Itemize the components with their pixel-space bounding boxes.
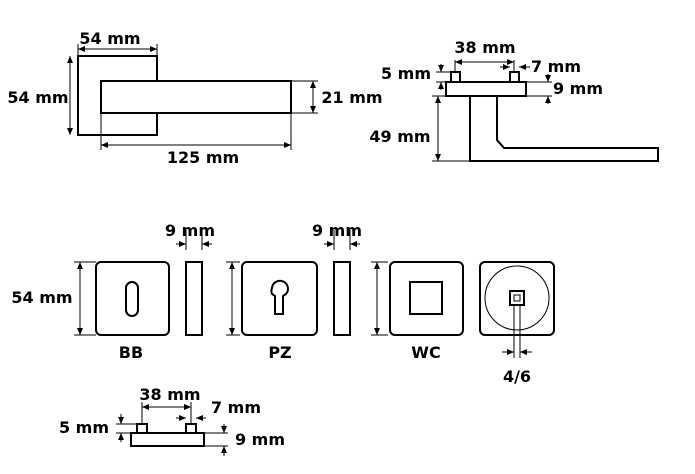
side-plate-thickness-label: 9 mm bbox=[553, 79, 603, 98]
side-pin-width-label: 7 mm bbox=[531, 57, 581, 76]
lever-handle-height-label: 21 mm bbox=[321, 88, 382, 107]
pz-cylinder-hole bbox=[270, 279, 289, 315]
lever-side-view: 38 mm 5 mm 7 mm 9 mm 49 mm bbox=[369, 38, 659, 162]
escutcheon-thickness-2-label: 9 mm bbox=[312, 221, 362, 240]
side-pin-spacing-label: 38 mm bbox=[454, 38, 515, 57]
escutcheon-pz bbox=[241, 261, 318, 336]
escutcheon-row: 54 mm BB 9 mm PZ 9 mm WC bbox=[11, 221, 555, 386]
side-lever-arm bbox=[469, 96, 659, 162]
escutcheon-wc bbox=[389, 261, 464, 336]
escutcheon-46-label: 4/6 bbox=[503, 367, 531, 386]
side-pin-right bbox=[509, 71, 520, 83]
escutcheon-bb bbox=[95, 261, 170, 336]
escutcheon-height-label: 54 mm bbox=[11, 288, 72, 307]
bottom-side-view: 38 mm 5 mm 7 mm 9 mm bbox=[59, 385, 285, 456]
side-plate bbox=[445, 81, 527, 97]
bottom-plate-thickness-label: 9 mm bbox=[235, 430, 285, 449]
side-pin-height-label: 5 mm bbox=[381, 64, 431, 83]
side-pin-left bbox=[450, 71, 461, 83]
escutcheon-side-1 bbox=[185, 261, 203, 336]
lever-rose-height-label: 54 mm bbox=[7, 88, 68, 107]
bottom-pin-height-label: 5 mm bbox=[59, 418, 109, 437]
lever-handle bbox=[100, 80, 292, 114]
escutcheon-46 bbox=[479, 261, 555, 336]
lever-top-width-label: 54 mm bbox=[79, 29, 140, 48]
escutcheon-pz-label: PZ bbox=[268, 343, 291, 362]
spindle-46-square bbox=[509, 290, 525, 306]
side-projection-label: 49 mm bbox=[369, 127, 430, 146]
escutcheon-wc-label: WC bbox=[411, 343, 440, 362]
escutcheon-side-2 bbox=[333, 261, 351, 336]
bottom-pin-right bbox=[185, 423, 197, 434]
rose-46-ring bbox=[484, 265, 550, 331]
wc-square-opening bbox=[409, 281, 443, 315]
bb-keyhole bbox=[125, 281, 139, 317]
lever-length-label: 125 mm bbox=[167, 148, 239, 167]
bottom-plate bbox=[130, 432, 205, 447]
lever-front-view: 54 mm 54 mm 21 mm 125 mm bbox=[7, 29, 382, 167]
bottom-pin-left bbox=[136, 423, 148, 434]
escutcheon-bb-label: BB bbox=[119, 343, 143, 362]
escutcheon-thickness-1-label: 9 mm bbox=[165, 221, 215, 240]
bottom-pin-width-label: 7 mm bbox=[211, 398, 261, 417]
bottom-pin-spacing-label: 38 mm bbox=[139, 385, 200, 404]
